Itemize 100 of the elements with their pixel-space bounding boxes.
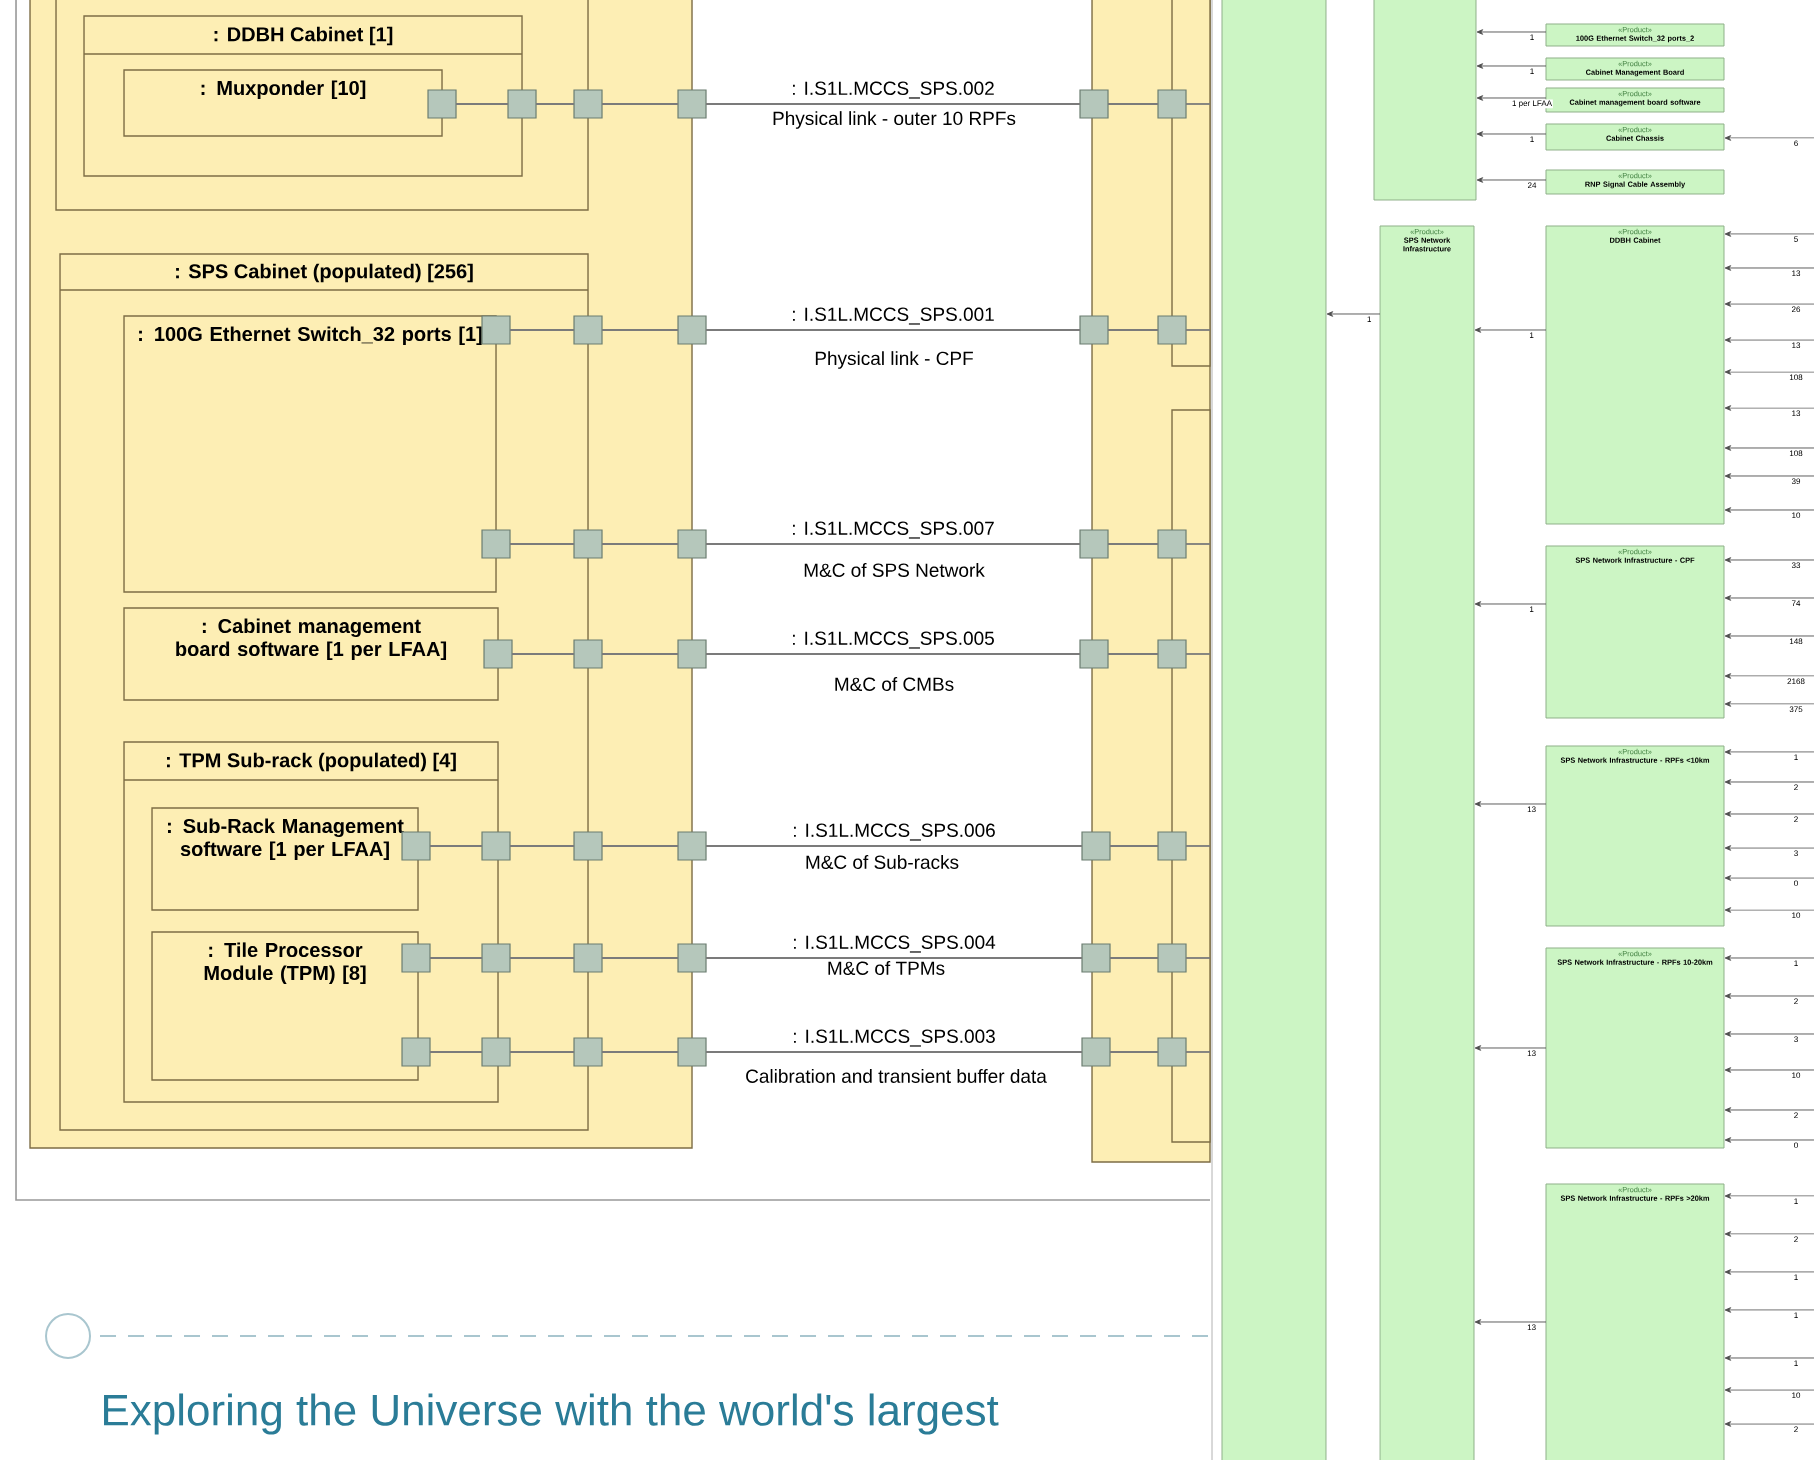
edge-label: : I.S1L.MCCS_SPS.003 [791,1028,997,1048]
connector-line [1724,1269,1814,1275]
part-box: : Sub-Rack Management software [1 per LFAA] [151,807,419,911]
connector-line [1724,473,1814,479]
connector-line [601,1051,679,1053]
connector-line [1185,957,1211,959]
connector-line [1474,1319,1547,1325]
connector-line [1724,1067,1814,1073]
connector-line [1109,1051,1159,1053]
port-square [1157,529,1187,559]
connector-line [1107,653,1159,655]
port-square [573,315,603,345]
connector-line [1185,543,1211,545]
connector-line [1109,957,1159,959]
part-box: : Tile Processor Module (TPM) [8] [151,931,419,1081]
connector-line [1474,801,1547,807]
edge-label: : I.S1L.MCCS_SPS.007 [790,520,996,540]
connector-line [1724,1193,1814,1199]
port-square [1157,831,1187,861]
port-square [481,831,511,861]
connector-line [601,957,679,959]
port-square [1081,831,1111,861]
connector-line [705,653,1081,655]
connector-line [1724,507,1814,513]
connector-line [1326,311,1381,317]
connector-line [1724,1107,1814,1113]
port-square [573,639,603,669]
port-square [481,943,511,973]
link-description: M&C of CMBs [835,677,954,691]
connector-line [1724,337,1814,343]
connector-line [601,103,679,105]
port-square [401,831,431,861]
link-description: M&C of Sub-racks [806,855,959,869]
connector-line [1724,673,1814,679]
connector-line [1724,405,1814,411]
edge-label: : I.S1L.MCCS_SPS.001 [790,306,996,326]
port-square [573,831,603,861]
link-description: Physical link - CPF [815,351,973,369]
edge-label: : I.S1L.MCCS_SPS.004 [791,934,997,954]
connector-line [1724,231,1814,237]
connector-line [1185,845,1211,847]
port-square [677,315,707,345]
connector-line [511,653,575,655]
connector-line [1724,1421,1814,1427]
port-square [677,639,707,669]
edge-label: : I.S1L.MCCS_SPS.002 [790,80,996,100]
connector-line [1474,1045,1547,1051]
port-square [1081,943,1111,973]
link-description: M&C of TPMs [828,961,945,975]
connector-line [1724,955,1814,961]
port-square [1081,1037,1111,1067]
connector-line [1724,779,1814,785]
port-square [677,529,707,559]
connector-line [1724,1031,1814,1037]
connector-line [1724,1137,1814,1143]
connector-line [455,103,509,105]
connector-line [429,845,483,847]
connector-line [429,957,483,959]
link-description: Calibration and transient buffer data [746,1069,1047,1083]
connector-line [1724,875,1814,881]
connector-line [1724,907,1814,913]
part-box [1171,409,1211,1143]
connector-line [509,957,575,959]
connector-line [429,1051,483,1053]
port-square [483,639,513,669]
connector-line [1185,1051,1211,1053]
port-square [1079,529,1109,559]
part-box: : Cabinet management board software [1 per LFAA] [123,607,499,701]
connector-line [1476,63,1547,69]
port-square [401,943,431,973]
connector-line [509,1051,575,1053]
link-description: Physical link - outer 10 RPFs [773,111,1016,129]
port-square [677,943,707,973]
connector-line [1724,701,1814,707]
connector-line [601,845,679,847]
connector-line [1107,543,1159,545]
connector-line [1724,1355,1814,1361]
connector-line [1724,369,1814,375]
connector-line [1476,29,1547,35]
connector-line [1474,601,1547,607]
port-square [1079,315,1109,345]
connector-line [601,543,679,545]
part-box: : Muxponder [10] [123,69,443,137]
port-square [677,831,707,861]
connector-line [1476,131,1547,137]
port-square [677,1037,707,1067]
connector-line [1474,327,1547,333]
connector-line [705,103,1081,105]
connector-line [509,329,575,331]
connector-line [1724,445,1814,451]
port-square [1157,89,1187,119]
connector-line [535,103,575,105]
connector-line [1185,653,1211,655]
port-square [1157,639,1187,669]
port-square [573,529,603,559]
connector-line [1724,811,1814,817]
port-square [507,89,537,119]
connector-line [1724,845,1814,851]
connector-line [1724,135,1814,141]
connector-line [1724,749,1814,755]
